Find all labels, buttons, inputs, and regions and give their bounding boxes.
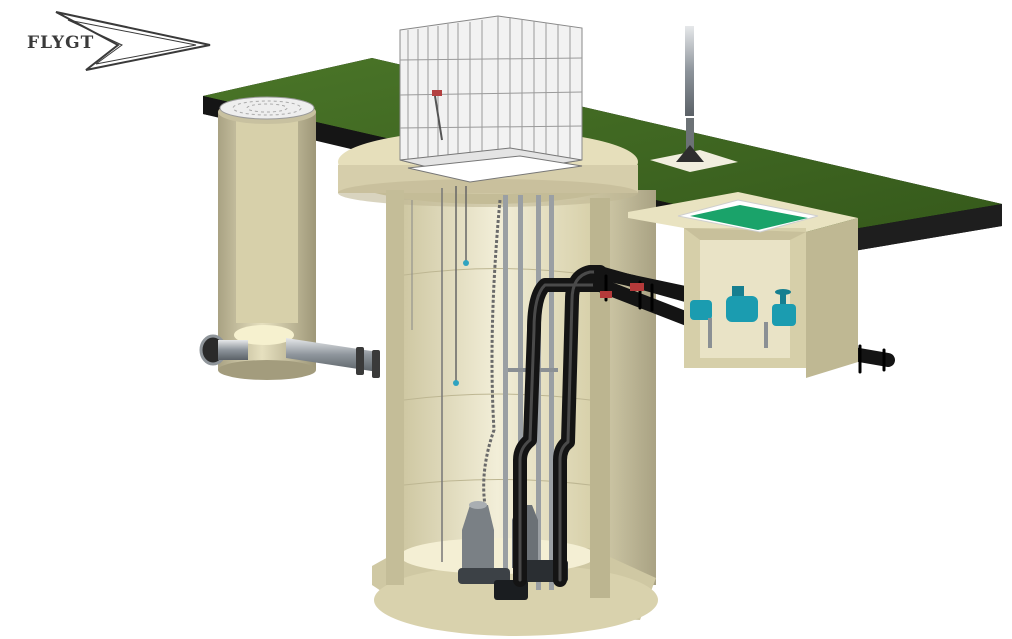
valves <box>690 286 796 348</box>
brand-name: FLYGT <box>27 33 95 53</box>
logo-arrow-inner <box>67 19 197 65</box>
level-sensors <box>411 186 469 562</box>
flygt-logo <box>55 11 211 71</box>
lifting-chain <box>482 199 502 506</box>
valve-chamber <box>628 192 858 378</box>
vent-pipe <box>650 26 738 172</box>
valve-chamber-hatch <box>690 205 808 230</box>
access-grille <box>399 15 583 183</box>
inlet-manhole <box>218 96 316 380</box>
